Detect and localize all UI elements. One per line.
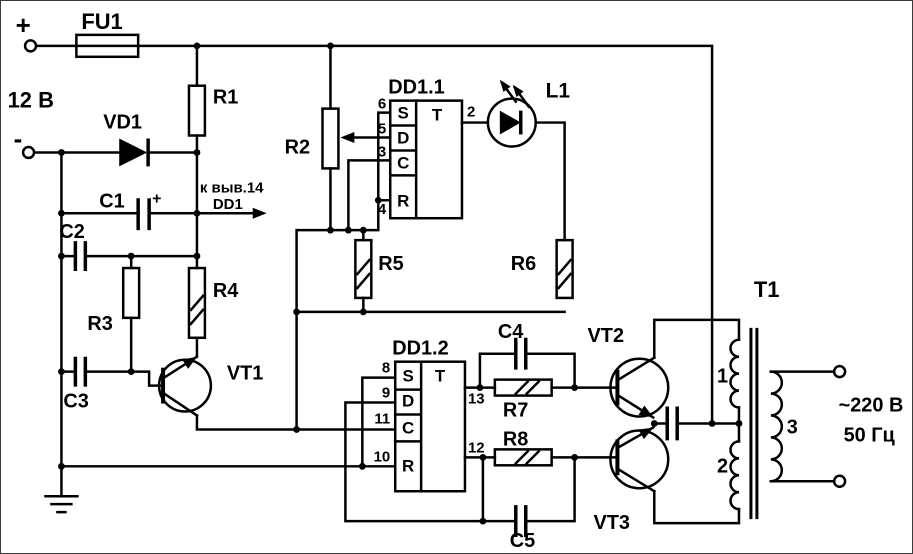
resistor-r6 (555, 238, 574, 300)
dd12-pin-12: 12 (468, 439, 485, 456)
terminal-output-bottom (832, 474, 847, 488)
terminal-plus (23, 39, 38, 53)
primary-winding-2-icon (729, 440, 741, 511)
dd12-input-c: C (402, 418, 414, 437)
transformer-label: T1 (754, 277, 780, 302)
c5-label: C5 (510, 530, 535, 552)
capacitor-c5 (514, 505, 528, 538)
capacitor-c1 (136, 198, 151, 231)
dd11-pin-2: 2 (467, 104, 475, 121)
capacitor-c2 (73, 241, 88, 272)
dd12-input-d: D (402, 392, 414, 411)
junction-dots (58, 42, 743, 525)
r3-label: R3 (87, 313, 112, 335)
winding1-number: 1 (717, 366, 728, 388)
transistor-vt2 (609, 355, 670, 420)
labels: + - 12 В FU1 VD1 R1 C1 + к выв.14 DD1 C2… (8, 9, 904, 552)
r5-label: R5 (378, 253, 403, 275)
vt2-label: VT2 (588, 325, 625, 347)
fuse-fu1 (75, 33, 140, 59)
dd12-label: DD1.2 (392, 338, 448, 360)
capacitor-c4 (514, 337, 528, 370)
dd11-label: DD1.1 (388, 77, 444, 99)
r4-label: R4 (213, 280, 238, 302)
fuse-label: FU1 (81, 9, 122, 34)
dd12-pin-9: 9 (382, 385, 390, 402)
r7-label: R7 (503, 399, 528, 421)
note-arrow-icon (252, 207, 267, 219)
ground-icon (44, 494, 79, 514)
r2-label: R2 (285, 136, 310, 158)
c1-polarity-label: + (152, 190, 161, 207)
note-line1: к выв.14 (200, 179, 264, 196)
resistor-r8 (493, 448, 553, 467)
secondary-winding-3-icon (769, 370, 783, 483)
resistor-r5 (354, 238, 373, 300)
winding3-number: 3 (787, 416, 798, 438)
diode-vd1-icon (119, 138, 150, 167)
vt3-label: VT3 (594, 512, 631, 534)
capacitor-emitter-node (665, 406, 679, 441)
resistor-r3 (121, 266, 141, 320)
vt1-label: VT1 (227, 363, 264, 385)
potentiometer-r2 (321, 107, 355, 170)
dd11-pin-5: 5 (378, 121, 386, 138)
dd11-pin-4: 4 (378, 201, 387, 218)
minus-label: - (14, 125, 23, 153)
dd12-pin-10: 10 (374, 448, 391, 465)
led-l1-icon (486, 79, 537, 148)
primary-winding-1-icon (729, 338, 741, 409)
supply-voltage-label: 12 В (8, 88, 54, 113)
dd12-pin-13: 13 (468, 391, 485, 408)
winding2-number: 2 (717, 455, 728, 477)
transformer-t1: 1 2 3 T1 (717, 277, 798, 520)
c2-label: C2 (59, 221, 84, 243)
output-frequency-label: 50 Гц (844, 424, 896, 446)
flipflop-dd12: S D C R T 8 9 11 10 13 12 DD1.2 (374, 338, 485, 493)
dd11-input-c: C (397, 153, 409, 172)
flipflop-dd11: S D C R T 6 5 3 4 2 DD1.1 (378, 77, 475, 220)
dd12-input-r: R (402, 456, 414, 475)
terminal-minus (21, 145, 36, 160)
dd11-input-s: S (398, 104, 409, 123)
capacitor-c3 (73, 356, 88, 387)
dd12-pin-8: 8 (382, 360, 390, 377)
dd11-type: T (432, 106, 443, 125)
dd11-pin-3: 3 (378, 143, 386, 160)
resistor-r7 (493, 378, 553, 397)
c3-label: C3 (63, 391, 88, 413)
note-line2: DD1 (213, 196, 243, 213)
r6-label: R6 (511, 253, 536, 275)
r8-label: R8 (503, 428, 528, 450)
resistor-r4 (187, 266, 207, 340)
transformer-core-icon (749, 327, 759, 520)
dd11-input-d: D (397, 128, 409, 147)
wiper-arrow-icon (340, 132, 355, 143)
terminal-output-top (832, 364, 847, 379)
c1-label: C1 (99, 190, 124, 212)
output-voltage-label: ~220 В (839, 395, 904, 417)
dd11-pin-6: 6 (378, 96, 386, 113)
resistor-r1 (187, 84, 207, 137)
plus-label: + (16, 12, 31, 40)
dd11-input-r: R (397, 191, 409, 210)
dd12-input-s: S (403, 367, 414, 386)
transistor-vt3 (609, 425, 670, 493)
transistor-vt1 (157, 354, 213, 418)
dd12-type: T (435, 367, 446, 386)
c4-label: C4 (498, 321, 523, 343)
diode-label: VD1 (103, 112, 142, 134)
dd12-pin-11: 11 (374, 410, 390, 427)
r1-label: R1 (213, 87, 238, 109)
led-label: L1 (546, 80, 571, 103)
